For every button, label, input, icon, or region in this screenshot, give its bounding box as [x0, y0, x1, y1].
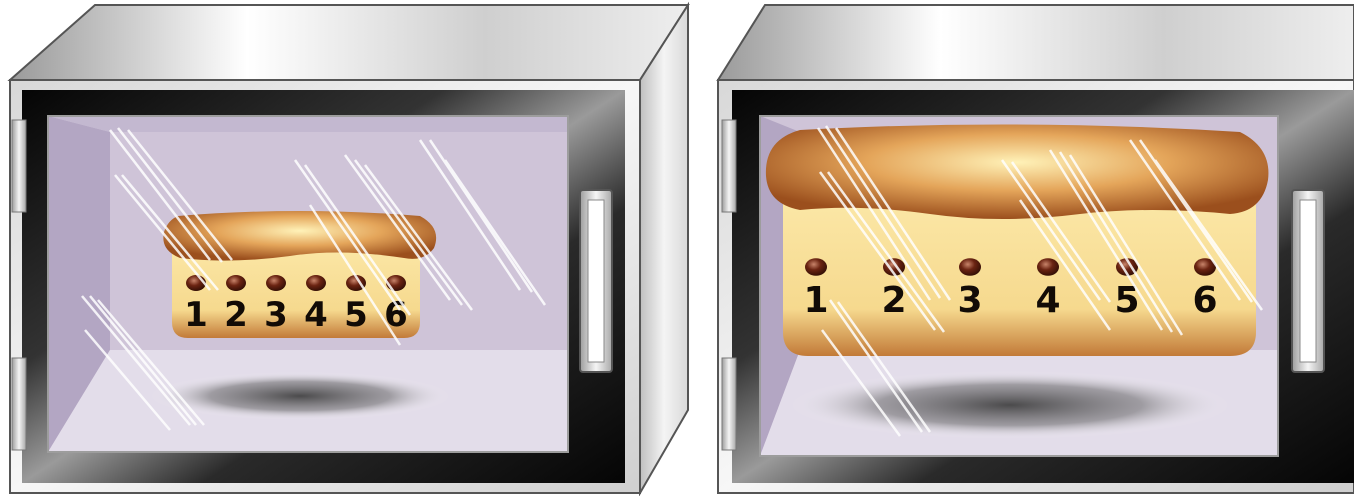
oven-right-hinge-top [722, 120, 736, 212]
right-label-6: 6 [1192, 280, 1217, 321]
oven-right-loaf-shadow [790, 371, 1230, 439]
left-label-6: 6 [384, 295, 408, 335]
oven-right-marker-4 [1037, 258, 1059, 276]
oven-left-marker-2 [226, 275, 246, 291]
oven-right-top-panel [718, 5, 1354, 80]
oven-right-marker-3 [959, 258, 981, 276]
left-label-4: 4 [304, 295, 328, 335]
oven-left-hinge-top [12, 120, 26, 212]
oven-left-marker-3 [266, 275, 286, 291]
oven-left-hinge-bottom [12, 358, 26, 450]
left-label-1: 1 [184, 295, 208, 335]
oven-left-top-panel [10, 5, 688, 80]
oven-left-marker-4 [306, 275, 326, 291]
oven-right-hinge-bottom [722, 358, 736, 450]
oven-right-loaf-crust [766, 124, 1269, 219]
right-label-4: 4 [1035, 280, 1060, 321]
right-label-1: 1 [803, 280, 828, 321]
oven-right-loaf: 1 2 3 4 5 6 [766, 124, 1269, 356]
right-label-3: 3 [957, 280, 982, 321]
oven-right: 1 2 3 4 5 6 [718, 5, 1354, 493]
left-label-2: 2 [224, 295, 248, 335]
left-label-3: 3 [264, 295, 288, 335]
oven-right-marker-1 [805, 258, 827, 276]
oven-left: 1 2 3 4 5 6 [10, 5, 688, 493]
oven-left-side-panel [640, 5, 688, 493]
left-label-5: 5 [344, 295, 368, 335]
